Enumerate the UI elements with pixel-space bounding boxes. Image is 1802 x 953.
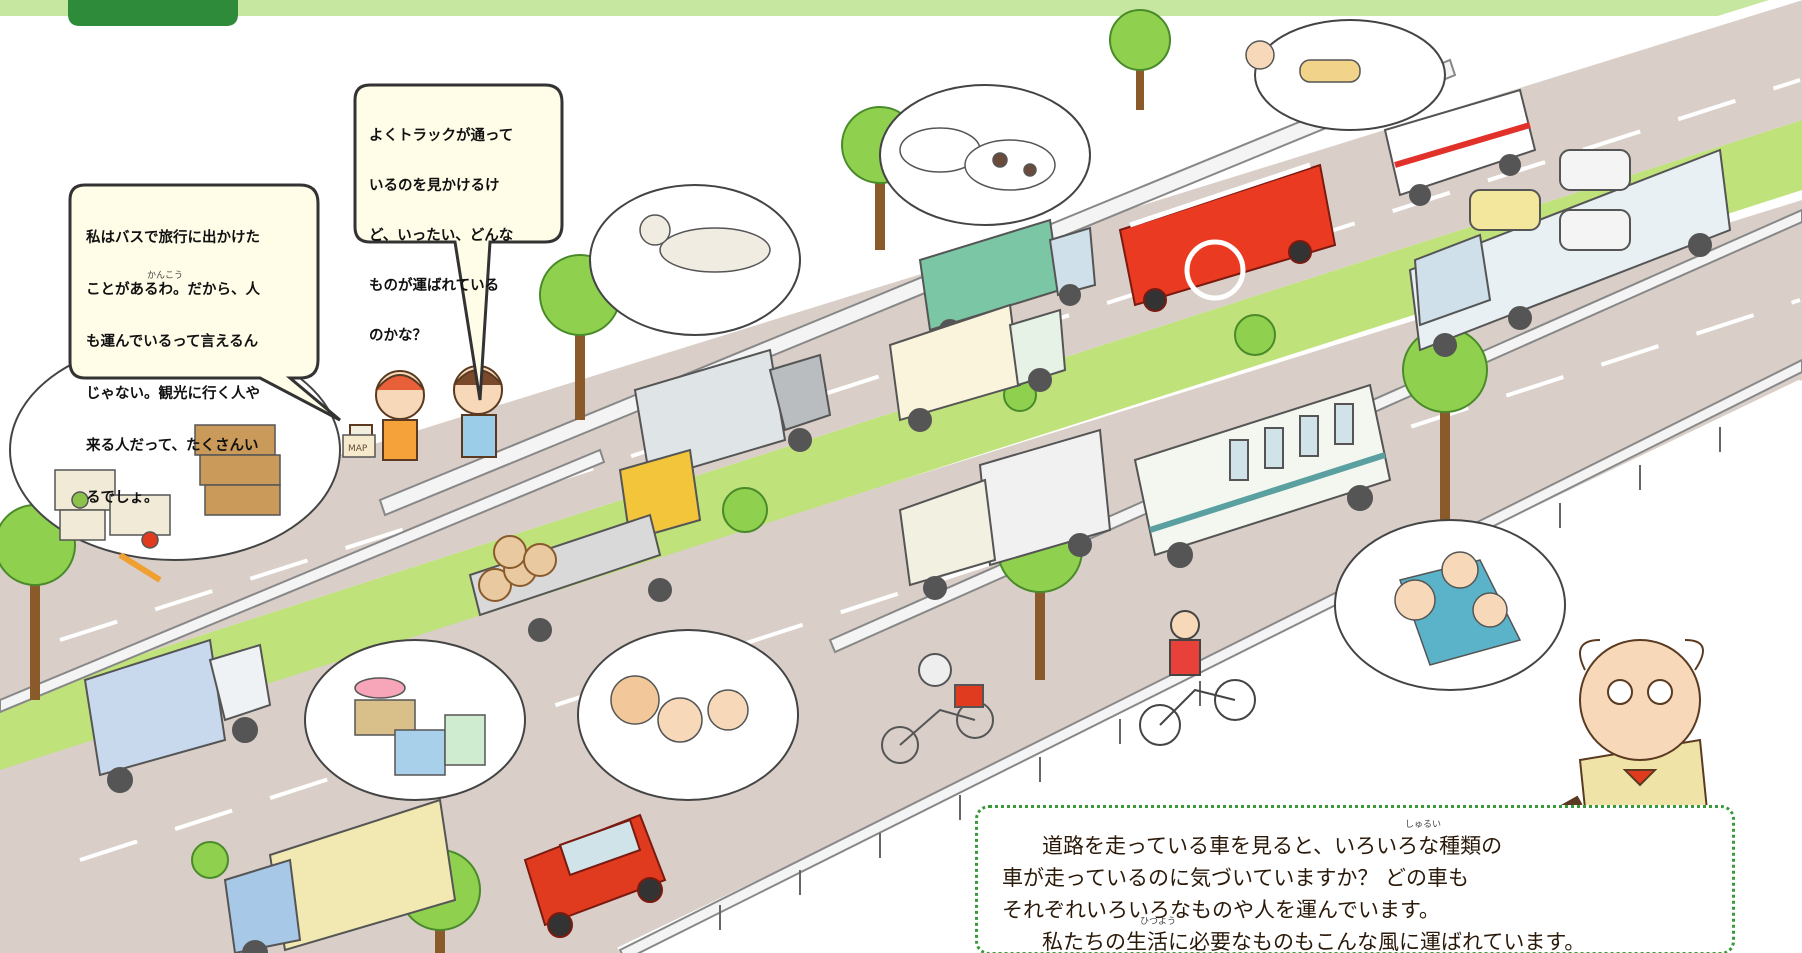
girl-speech-text: 私はバスで旅行に出かけた ことがあるわ。だから、人 も運んでいるって言えるん じ… <box>86 199 316 537</box>
fire-truck <box>1118 162 1337 312</box>
girl-line: も運んでいるって言えるん <box>86 334 259 350</box>
fence-posts <box>719 427 1721 930</box>
girl-line: ことがあるわ。だから、人 <box>86 282 260 298</box>
median-strip <box>0 120 1802 770</box>
map-label: MAP <box>348 444 368 454</box>
log-truck <box>468 448 702 642</box>
boy-line: ど、いったい、どんな <box>369 228 514 244</box>
ruby-kanko: かんこう <box>147 271 184 281</box>
explanation-note: 道路を走っている車を見ると、いろいろな種類の 車が走っているのに気づいていますか… <box>975 805 1735 953</box>
note-line-1: 道路を走っている車を見ると、いろいろな種類の <box>1042 834 1503 858</box>
note-line-3: それぞれいろいろなものや人を運んでいます。 <box>1002 898 1440 922</box>
bushes <box>191 314 1276 879</box>
header-band <box>0 0 1802 16</box>
girl-line: 来る人だって、たくさんい <box>86 438 259 454</box>
bus <box>1133 383 1392 568</box>
bottom-truck <box>223 798 457 953</box>
boy-speech-bubble <box>353 83 564 401</box>
red-car <box>523 813 667 938</box>
boy-speech-text: よくトラックが通って いるのを見かけるけ ど、いったい、どんな ものが運ばれてい… <box>369 99 559 374</box>
header-badge <box>68 0 238 26</box>
note-line-4: 私たちの生活に必要なものもこんな風に運ばれています。 <box>1042 930 1586 953</box>
center-box-truck <box>898 428 1112 600</box>
car-carrier <box>1408 148 1732 357</box>
map-sign: MAP <box>342 434 376 458</box>
boy-line: ものが運ばれている <box>369 278 500 294</box>
motorbike <box>881 653 994 764</box>
boy-line: よくトラックが通って <box>369 128 514 144</box>
girl-line: じゃない。観光に行く人や <box>86 386 260 402</box>
boy-line: のかな？ <box>369 328 427 344</box>
cream-truck <box>888 303 1067 432</box>
bicycle <box>1139 610 1256 746</box>
note-line-2: 車が走っているのに気づいていますか？ どの車も <box>1002 866 1469 890</box>
blue-truck <box>83 638 272 793</box>
bubble-content-shapes <box>54 40 1522 776</box>
green-truck <box>918 218 1097 341</box>
girl-line: るでしょ。 <box>86 490 159 506</box>
ruby-shurui: しゅるい <box>1405 820 1442 830</box>
ruby-hitsuyo: ひつよう <box>1140 917 1177 927</box>
boy-line: いるのを見かけるけ <box>369 178 500 194</box>
grey-truck <box>633 348 832 490</box>
girl-speech-bubble <box>68 183 341 422</box>
girl-line: 私はバスで旅行に出かけた <box>86 230 260 246</box>
ambulance <box>1383 88 1537 206</box>
